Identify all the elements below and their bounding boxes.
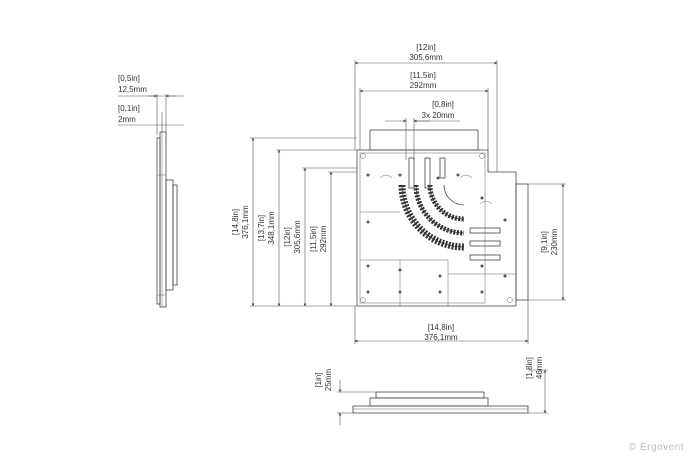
dim-left3-mm: 305,6mm bbox=[293, 220, 302, 254]
dim-top-inner-in: [11,5in] bbox=[410, 71, 436, 80]
dim-slot-in: [0,8in] bbox=[432, 100, 454, 109]
dim-side-thick-mm: 12,5mm bbox=[118, 85, 147, 94]
plan-dim-lines bbox=[250, 60, 566, 344]
dim-side-thick-in: [0,5in] bbox=[118, 74, 140, 83]
copyright-label: © Ergovent bbox=[628, 442, 684, 453]
dim-left2-mm: 348,1mm bbox=[267, 211, 276, 245]
dim-left4-in: [11,5in] bbox=[309, 226, 318, 252]
dim-side-thin-mm: 2mm bbox=[118, 115, 136, 124]
dim-slot-mm: 3x 20mm bbox=[422, 111, 455, 120]
dim-bottom-width-in: [14,8in] bbox=[428, 323, 454, 332]
dim-front-h2-mm: 46mm bbox=[535, 357, 544, 380]
dim-top-width-mm: 305,6mm bbox=[409, 53, 443, 62]
dim-left3-in: [12in] bbox=[283, 227, 292, 247]
side-view bbox=[118, 94, 184, 308]
plan-view bbox=[356, 129, 529, 307]
dim-left4-mm: 292mm bbox=[319, 225, 328, 252]
dim-left1-mm: 376,1mm bbox=[241, 205, 250, 239]
dim-front-h2-in: [1,8in] bbox=[525, 357, 534, 379]
dim-side-thin-in: [0,1in] bbox=[118, 104, 140, 113]
dim-left2-in: [13,7in] bbox=[257, 215, 266, 241]
dim-top-width-in: [12in] bbox=[416, 43, 436, 52]
dim-front-h1-in: [1in] bbox=[314, 372, 323, 387]
dim-right-depth-mm: 230mm bbox=[550, 228, 559, 255]
dim-front-h1-mm: 25mm bbox=[324, 369, 333, 392]
dim-bottom-width-mm: 376,1mm bbox=[424, 333, 458, 342]
dim-left1-in: [14,8in] bbox=[231, 209, 240, 235]
front-view bbox=[337, 369, 548, 425]
dim-right-depth-in: [9,1in] bbox=[540, 231, 549, 253]
dim-top-inner-mm: 292mm bbox=[410, 81, 437, 90]
